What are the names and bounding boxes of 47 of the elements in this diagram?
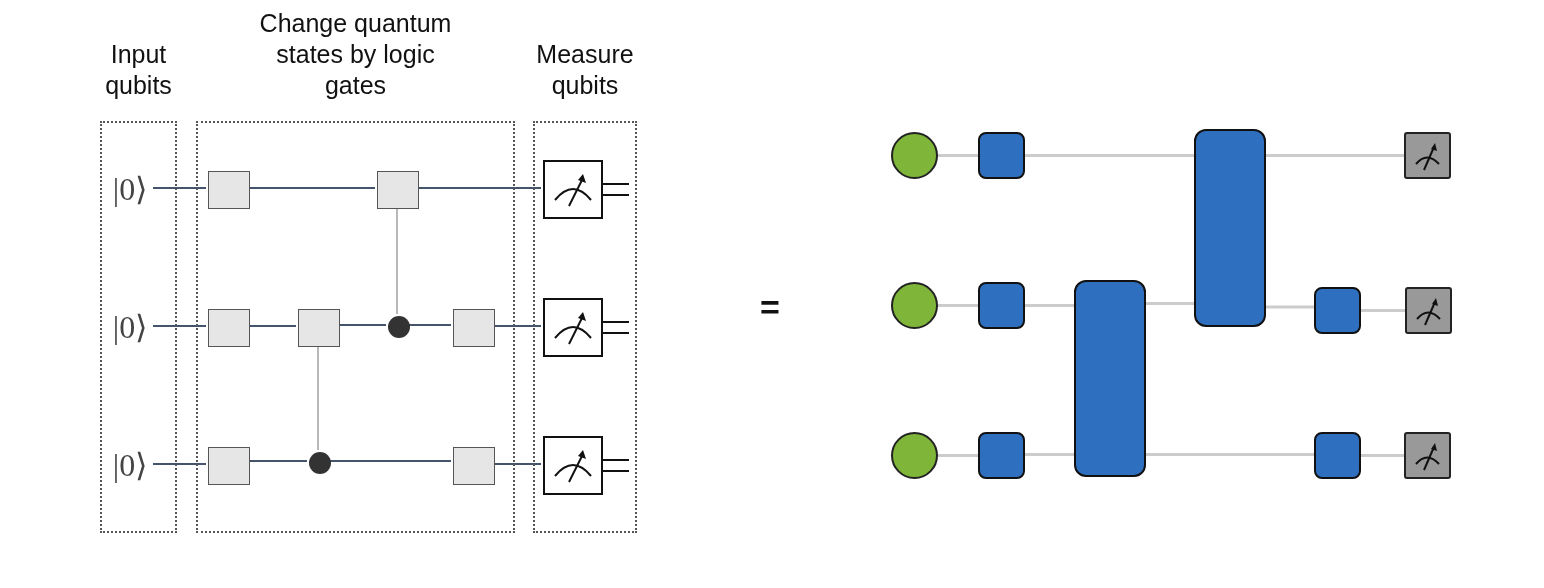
control-dot [309,452,331,474]
gate-box [208,447,250,485]
measurement-gate [1405,287,1452,334]
qubit-circle [891,432,938,479]
frame-heading: Measure qubits [535,39,635,101]
wire [1361,309,1405,312]
wire [152,187,207,189]
qubit-state-label: |0⟩ [105,445,155,485]
qubit-circle [891,282,938,329]
gate-box [978,132,1025,179]
wire [1146,302,1194,305]
measurement-gate [543,436,629,495]
measurement-gate [1404,432,1451,479]
frame-heading: Input qubits [104,39,173,101]
wire [1025,304,1074,307]
wire [1025,154,1194,157]
measurement-gate [543,298,629,357]
gate-box [298,309,340,347]
equals-sign: = [759,287,781,328]
wire [938,454,978,457]
gate-box [208,309,250,347]
wire [1266,154,1404,157]
gate-box [377,171,419,209]
wire [1361,454,1404,457]
wire [152,463,207,465]
gate-box [453,309,495,347]
qubit-state-label: |0⟩ [105,307,155,347]
frame-heading: Change quantum states by logic gates [258,8,453,101]
wire [152,325,207,327]
gate-box [978,282,1025,329]
wire [938,154,978,157]
qubit-state-label: |0⟩ [105,169,155,209]
gate-box [453,447,495,485]
qubit-circle [891,132,938,179]
gate-box [1314,432,1361,479]
wire [1146,453,1314,456]
two-qubit-gate-box [1074,280,1146,477]
wire [1266,305,1314,309]
control-dot [388,316,410,338]
measurement-gate [543,160,629,219]
gate-box [1314,287,1361,334]
gate-box [208,171,250,209]
wire [1025,453,1074,456]
two-qubit-gate-box [1194,129,1266,327]
wire [938,304,978,307]
measurement-gate [1404,132,1451,179]
gate-box [978,432,1025,479]
